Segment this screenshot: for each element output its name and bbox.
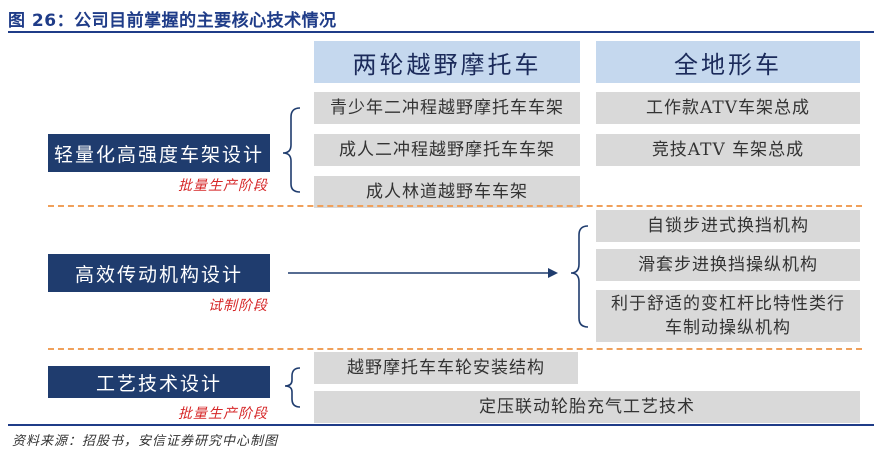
tech-cell-sliding-sleeve-shift: 滑套步进换挡操纵机构 [596, 249, 860, 281]
stage-label-process-design: 批量生产阶段 [178, 406, 268, 422]
tech-cell-wheel-mounting: 越野摩托车车轮安装结构 [314, 352, 578, 384]
title-rule [8, 31, 874, 33]
tech-cell-adult-trail-frame: 成人林道越野车车架 [314, 176, 580, 208]
bracket-transmission [570, 225, 589, 328]
section-label-frame-design: 轻量化高强度车架设计 [48, 134, 270, 172]
figure-title: 图 26：公司目前掌握的主要核心技术情况 [8, 11, 337, 31]
tech-cell-work-atv-frame: 工作款ATV车架总成 [596, 92, 860, 124]
section-label-transmission-design: 高效传动机构设计 [48, 254, 270, 292]
tech-cell-self-locking-shift: 自锁步进式换挡机构 [596, 210, 860, 242]
bottom-rule [8, 424, 874, 426]
tech-cell-tire-inflation: 定压联动轮胎充气工艺技术 [314, 391, 860, 423]
section-divider-1 [48, 205, 862, 207]
column-header-atv: 全地形车 [596, 41, 860, 83]
source-note: 资料来源：招股书，安信证券研究中心制图 [12, 434, 279, 449]
bracket-process-design [284, 367, 301, 408]
section-divider-2 [48, 348, 862, 350]
tech-cell-sport-atv-frame: 竞技ATV 车架总成 [596, 134, 860, 166]
stage-label-transmission-design: 试制阶段 [208, 298, 268, 314]
arrow-transmission-head [548, 268, 558, 278]
bracket-frame-design [282, 107, 301, 193]
tech-cell-variable-lever-brake: 利于舒适的变杠杆比特性类行车制动操纵机构 [596, 290, 860, 342]
stage-label-frame-design: 批量生产阶段 [178, 178, 268, 194]
column-header-dirt-bike: 两轮越野摩托车 [314, 41, 580, 83]
section-label-process-design: 工艺技术设计 [48, 366, 270, 398]
tech-cell-adult-two-stroke-frame: 成人二冲程越野摩托车车架 [314, 134, 580, 166]
tech-cell-youth-two-stroke-frame: 青少年二冲程越野摩托车车架 [314, 92, 580, 124]
